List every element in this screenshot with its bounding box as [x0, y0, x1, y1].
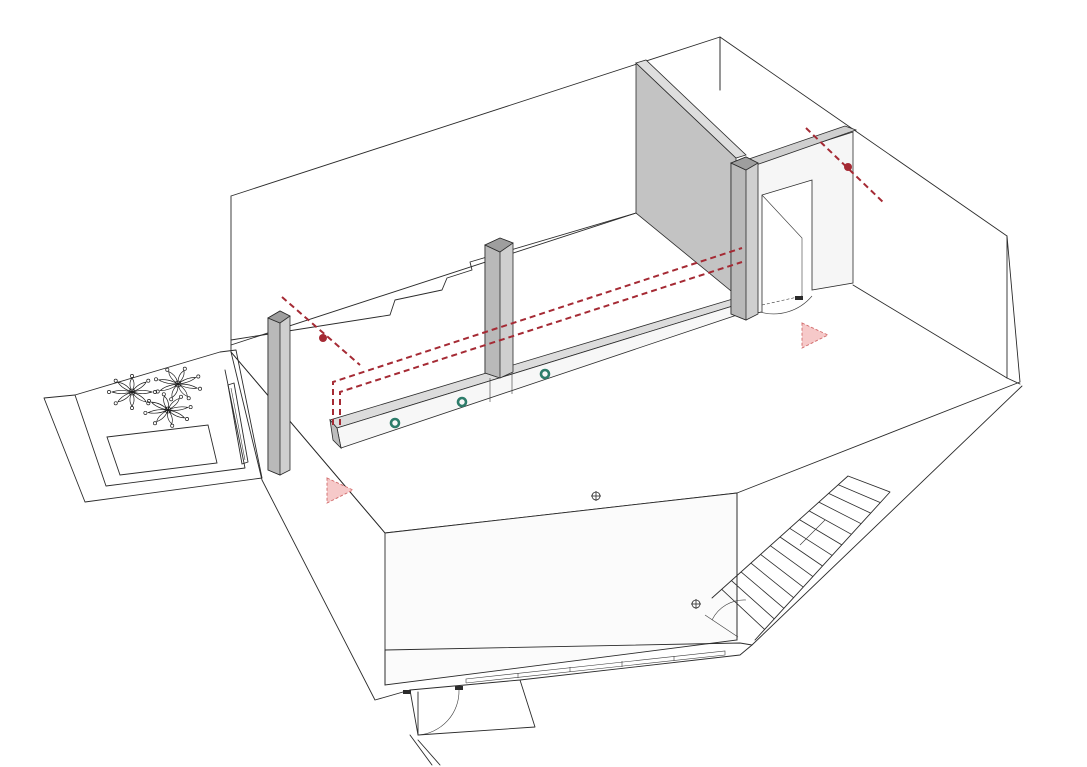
stair-door-swing	[711, 599, 747, 621]
terrace	[43, 349, 263, 503]
columns	[267, 156, 759, 476]
back-partition-outline	[230, 212, 637, 341]
stair-landing-line	[704, 614, 739, 638]
portal-door-dashed	[761, 295, 803, 306]
terrace-inner	[74, 369, 246, 487]
planter-tree	[107, 374, 157, 410]
front-door-swing	[417, 689, 460, 736]
envelope-left-edge	[230, 351, 386, 534]
view-arrow-right	[801, 322, 830, 349]
floor-plane	[230, 351, 1023, 766]
exterior-path-lines	[409, 734, 433, 766]
low-wall-end	[329, 418, 342, 450]
envelope-right-bottom	[1006, 377, 1021, 385]
ceiling-fixtures	[591, 491, 701, 609]
front-wall-face	[384, 492, 738, 686]
planter-box	[106, 424, 218, 476]
stair-tread	[740, 571, 785, 609]
front-door-hinge	[403, 690, 411, 694]
terrace-door-leaf	[230, 387, 246, 461]
light-fixture-3	[539, 368, 551, 380]
stair-tread	[731, 580, 775, 620]
planter-tree	[143, 392, 193, 428]
stair-tread	[808, 510, 852, 535]
stair-tread	[799, 519, 843, 546]
front-door-handle	[455, 686, 463, 690]
stair-tread	[838, 484, 881, 503]
column-left	[267, 310, 291, 476]
section-marker-left	[319, 334, 327, 342]
portal-door-swing	[759, 295, 813, 315]
staircase	[704, 475, 891, 641]
stair-tread	[770, 545, 814, 577]
planter-trees	[107, 366, 202, 428]
stair-tread	[828, 493, 871, 514]
exterior-path-lines-2	[417, 739, 441, 766]
section-cut-left	[281, 296, 361, 366]
front-window-strip	[465, 650, 726, 684]
stair-tread	[789, 527, 833, 556]
section-marker-right	[844, 163, 852, 171]
light-fixture-2	[456, 396, 468, 408]
stair-tread	[721, 589, 765, 630]
view-arrow-left	[326, 477, 355, 504]
upper-level	[230, 36, 858, 450]
stair-tread	[750, 562, 794, 599]
planter-tree	[154, 366, 202, 402]
section-line-inner	[339, 261, 743, 425]
portal-door-handle	[795, 296, 803, 300]
roof-outline	[230, 36, 1021, 534]
front-entry-frame	[409, 679, 536, 736]
light-fixtures	[389, 368, 551, 429]
column-right	[729, 156, 759, 321]
building-envelope	[230, 36, 1021, 534]
envelope-inner-line	[852, 284, 1008, 379]
ceiling-fixture-1	[591, 491, 601, 501]
stair-steps	[721, 484, 881, 630]
section-markers	[319, 163, 852, 342]
back-wall-top	[635, 59, 747, 159]
terrace-outline	[43, 349, 263, 503]
stair-outline	[711, 475, 891, 641]
stair-tread	[818, 501, 862, 525]
floor-outer-boundary	[230, 351, 1023, 701]
stair-arrow	[799, 519, 826, 546]
front-window-mullions	[517, 656, 675, 678]
stair-tread	[779, 536, 823, 567]
ceiling-fixture-2	[691, 599, 701, 609]
view-arrows	[326, 322, 830, 504]
portal-opening-inner	[761, 194, 803, 300]
section-line-outer	[332, 247, 743, 425]
terrace-door-frame	[227, 382, 249, 465]
light-fixture-1	[389, 417, 401, 429]
column-middle	[484, 237, 514, 379]
front-sill	[384, 642, 753, 686]
stair-tread	[760, 554, 804, 588]
